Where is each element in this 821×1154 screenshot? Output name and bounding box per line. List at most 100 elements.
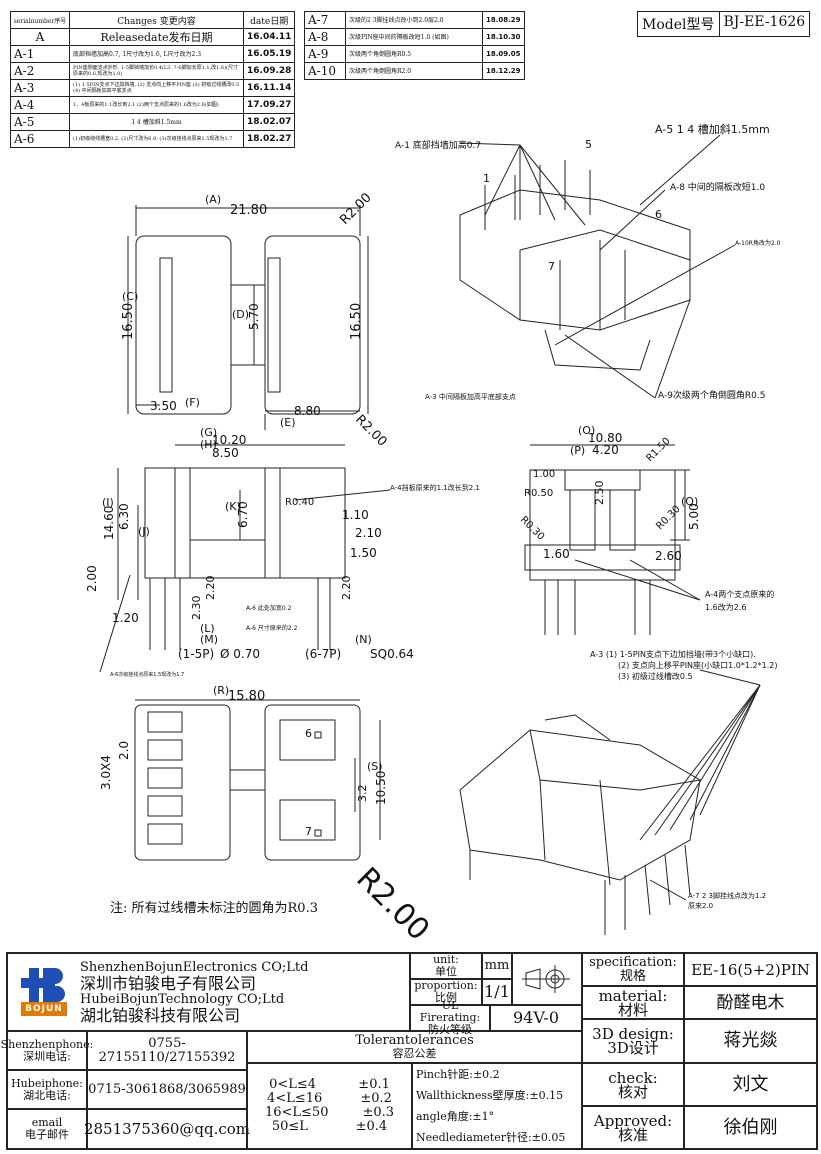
design-value: 蒋光燚 <box>684 1019 817 1063</box>
dim-label: (S) <box>367 760 383 773</box>
dim-value: 2.60 <box>655 549 682 563</box>
dim-value: 3.0X4 <box>99 755 113 790</box>
callout-a3s1: A-3 (1) 1-5PIN支点下边加挡墙(带3个小缺口). <box>590 649 756 659</box>
company-en1: ShenzhenBojunElectronics CO;Ltd <box>80 960 309 975</box>
unit-value: mm <box>482 953 512 979</box>
projection-icon <box>522 965 570 993</box>
dim-value: 5.70 <box>247 303 261 330</box>
proportion-label: proportion:比例 <box>410 979 482 1005</box>
check-label: check:核对 <box>582 1063 684 1106</box>
dim-label: (G) <box>200 426 217 439</box>
callout-a6c: A-6次级挂线点原来1.5现改为1.7 <box>110 671 184 678</box>
dim-value: 16.50 <box>349 303 364 340</box>
tolerance-row: 16<L≤50 ±0.3 <box>248 1106 411 1120</box>
tolerance-value: ±0.4 <box>355 1119 388 1134</box>
dim-value: 3.50 <box>150 399 177 413</box>
unit-label-en: unit: <box>433 953 459 966</box>
approved-label-en: Approved: <box>593 1111 673 1130</box>
tolerance-range: 50≤L <box>271 1119 308 1134</box>
contact-label-cn: 深圳电话: <box>23 1049 71 1063</box>
dim-label: (M) <box>200 633 218 646</box>
company-cn2: 湖北铂骏科技有限公司 <box>80 1006 241 1025</box>
tolerance-title-en: Tolerantolerances <box>355 1033 474 1048</box>
spec-label: specification:规格 <box>582 953 684 986</box>
dim-label: (H) <box>200 438 217 451</box>
dim-value: 2.30 <box>190 596 203 621</box>
fire-label: UL Firerating:防火等级 <box>410 1000 490 1036</box>
contact-label: Hubeiphone:湖北电话: <box>7 1070 87 1109</box>
material-value: 酚醛电木 <box>684 986 817 1019</box>
tolerance-row: 4<L≤16±0.2 <box>248 1092 411 1106</box>
dim-value: 1.20 <box>112 611 139 625</box>
dim-value: 8.50 <box>212 446 239 460</box>
dim-value: 2.10 <box>355 526 382 540</box>
callout-a4c: 1.6改为2.6 <box>705 602 746 612</box>
dim-label: (O) <box>578 424 595 437</box>
material-label-cn: 材料 <box>617 1000 648 1019</box>
dim-value: 1.10 <box>342 508 369 522</box>
fire-value: 94V-0 <box>490 1005 582 1031</box>
dim-label: (K) <box>225 500 241 513</box>
dim-value: 3.2 <box>356 785 369 803</box>
material-label: material:材料 <box>582 986 684 1019</box>
pin-number: 7 <box>548 260 555 273</box>
dim-value: 21.80 <box>230 203 267 218</box>
callout-a4b: A-4两个支点原来的 <box>705 589 774 599</box>
dim-value: 16.50 <box>121 303 136 340</box>
dim-value: R0.50 <box>524 488 553 499</box>
company-cn1: 深圳市铂骏电子有限公司 <box>80 974 257 993</box>
dim-value: 2.50 <box>593 481 606 506</box>
projection-symbol <box>512 953 582 1005</box>
dim-label: (J) <box>138 525 150 538</box>
proportion-label-cn: 比例 <box>435 991 457 1004</box>
rev-sn: A-7 <box>304 11 346 29</box>
dim-value: 6.30 <box>117 503 131 530</box>
dim-label: (L) <box>200 622 215 635</box>
tolerance-range: 16<L≤50 <box>264 1105 329 1120</box>
contact-value: 0715-3061868/3065989 <box>87 1070 247 1109</box>
callout-a5: A-5 1 4 槽加斜1.5mm <box>655 123 770 136</box>
dim-value: 1.00 <box>533 469 555 480</box>
pin-number: 6 <box>655 208 662 221</box>
company-block: BOJUN ShenzhenBojunElectronics CO;Ltd 深圳… <box>7 953 410 1031</box>
tolerance-range: 0<L≤4 <box>269 1077 317 1092</box>
dim-value: 4.20 <box>592 443 619 457</box>
dim-value: 8.80 <box>294 404 321 418</box>
dim-value: 1.60 <box>543 547 570 561</box>
rev-date: 18.12.29 <box>482 62 525 80</box>
callout-a3: A-3 中间隔板加高平底部支点 <box>425 392 516 401</box>
dim-label: (N) <box>355 633 372 646</box>
front-view <box>117 444 346 650</box>
tolerance-value: ±0.3 <box>362 1105 395 1120</box>
pin-number: 6 <box>305 727 312 740</box>
pin-number: 5 <box>585 138 592 151</box>
design-label-cn: 3D设计 <box>607 1039 659 1057</box>
callout-a1: A-1 底部挡墙加高0.7 <box>395 139 481 151</box>
dim-value: R0.30 <box>654 504 682 532</box>
dim-label: (I) <box>102 496 114 509</box>
tolerance-title-cn: 容忍公差 <box>392 1047 437 1060</box>
dim-value: 10.80 <box>588 431 622 445</box>
design-label-en: 3D design: <box>592 1025 674 1043</box>
tolerance-other: Pinch针距:±0.2 Wallthickness壁厚度:±0.15 angl… <box>412 1063 582 1149</box>
tolerance-value: ±0.1 <box>358 1077 390 1092</box>
pin-size: SQ0.64 <box>370 647 414 661</box>
callout-a6b: A-6 尺寸原来的2.2 <box>246 624 298 632</box>
pin-number: 1 <box>483 172 490 185</box>
model-box: Model型号 BJ-EE-1626 <box>637 11 811 37</box>
side-view <box>524 444 690 635</box>
dim-value: R1.50 <box>644 436 672 464</box>
fire-label-en: UL Firerating: <box>419 999 481 1024</box>
callout-a3s3: (3) 初级过线槽改0.5 <box>618 671 693 681</box>
dim-label: (E) <box>280 416 296 429</box>
contact-email[interactable]: 2851375360@qq.com <box>84 1109 250 1149</box>
dim-label: (R) <box>213 684 229 697</box>
dim-value: 1.50 <box>350 546 377 560</box>
contact-label-en: Shenzhenphone: <box>0 1037 94 1051</box>
design-label: 3D design:3D设计 <box>582 1019 684 1063</box>
dim-value: 15.80 <box>228 689 265 704</box>
rev-change: 次级两个角倒圆角R2.0 <box>345 62 483 80</box>
dim-value: R2.00 <box>352 412 389 449</box>
dim-value: R0.30 <box>518 514 546 542</box>
